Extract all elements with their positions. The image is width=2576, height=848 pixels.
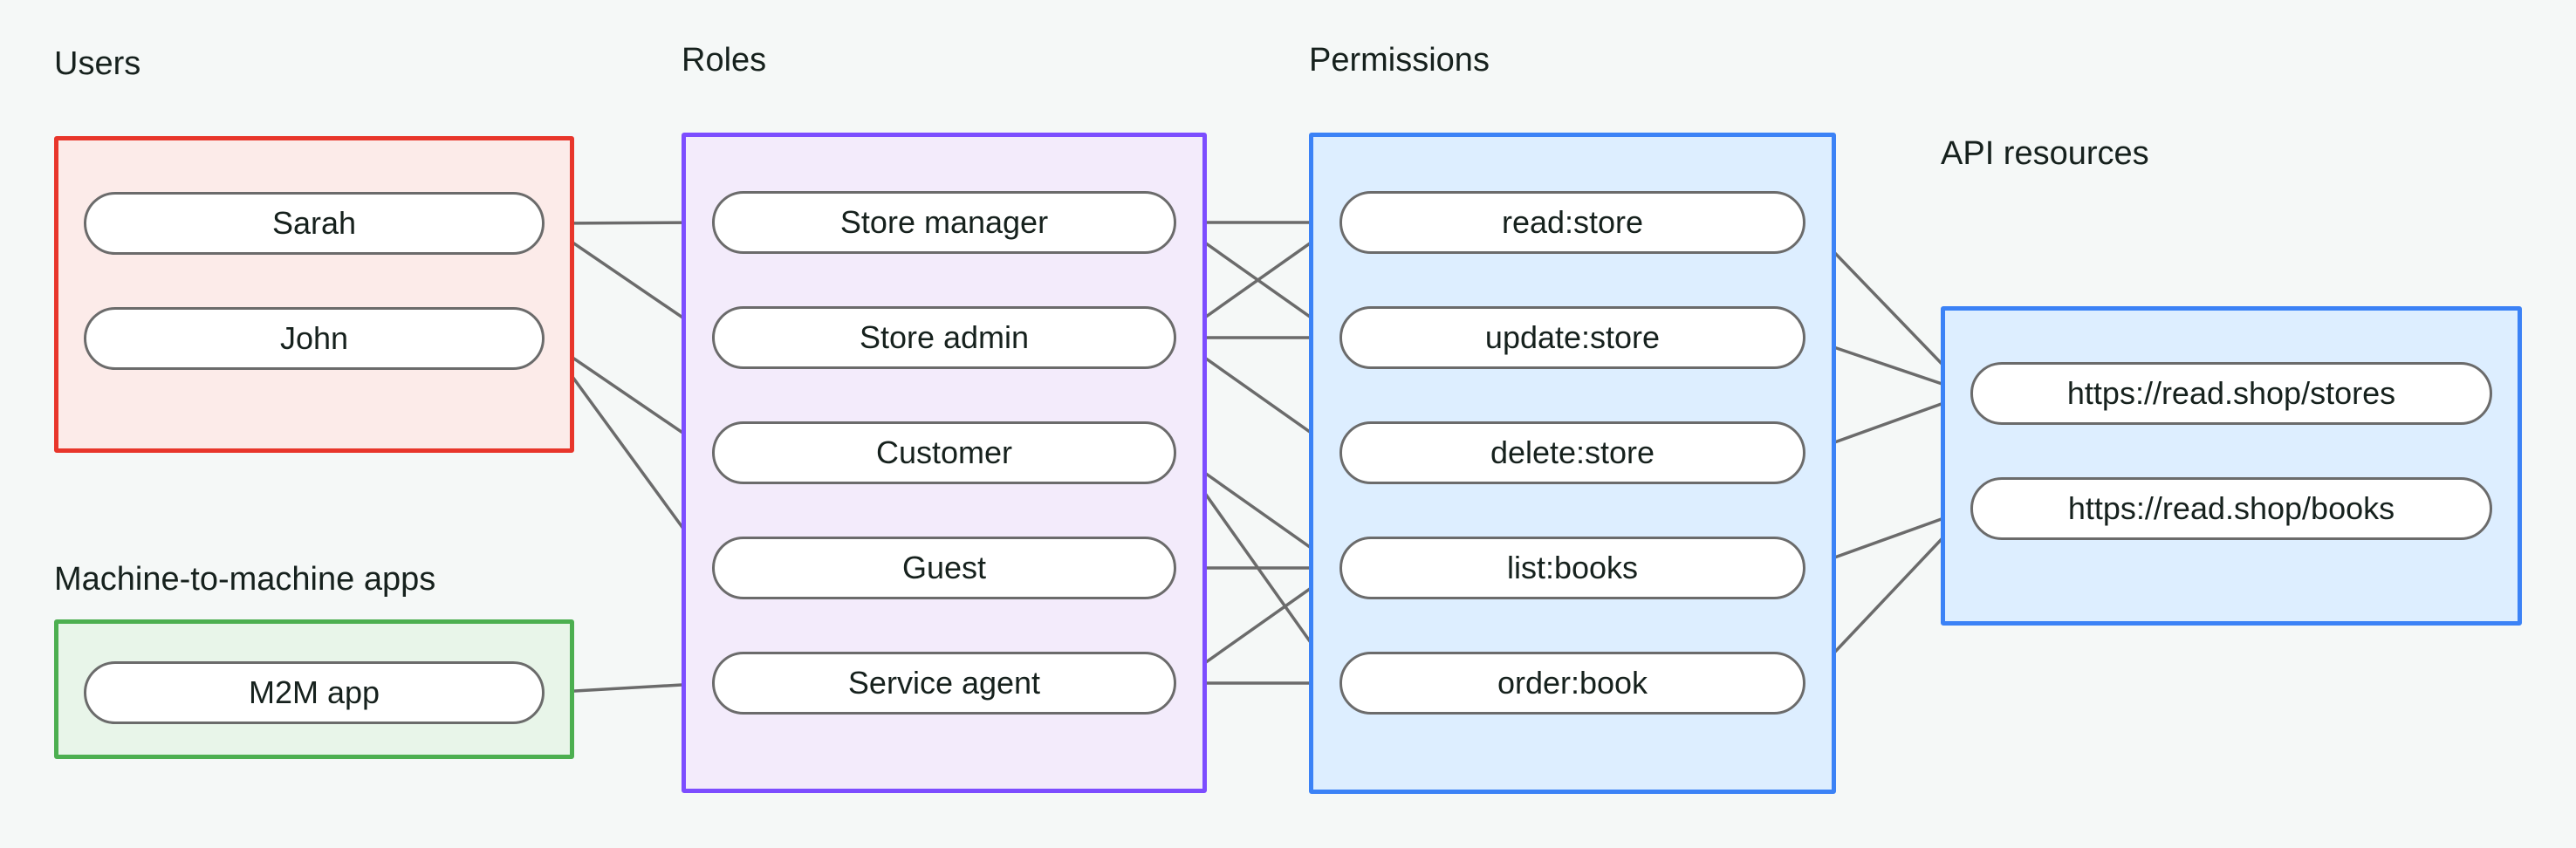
- node-order-book[interactable]: order:book: [1339, 652, 1805, 715]
- node-res-stores[interactable]: https://read.shop/stores: [1970, 362, 2492, 425]
- group-label-api-resources: API resources: [1941, 135, 2149, 172]
- node-delete-store[interactable]: delete:store: [1339, 421, 1805, 484]
- group-box-users: [54, 136, 574, 453]
- node-guest[interactable]: Guest: [712, 537, 1176, 599]
- group-label-m2m: Machine-to-machine apps: [54, 561, 436, 598]
- node-service-agent[interactable]: Service agent: [712, 652, 1176, 715]
- node-store-manager[interactable]: Store manager: [712, 191, 1176, 254]
- node-read-store[interactable]: read:store: [1339, 191, 1805, 254]
- node-list-books[interactable]: list:books: [1339, 537, 1805, 599]
- node-m2m-app[interactable]: M2M app: [84, 661, 545, 724]
- node-sarah[interactable]: Sarah: [84, 192, 545, 255]
- node-store-admin[interactable]: Store admin: [712, 306, 1176, 369]
- group-label-roles: Roles: [682, 42, 767, 79]
- group-label-users: Users: [54, 45, 141, 82]
- node-res-books[interactable]: https://read.shop/books: [1970, 477, 2492, 540]
- node-customer[interactable]: Customer: [712, 421, 1176, 484]
- group-box-api-resources: [1941, 306, 2522, 626]
- group-label-permissions: Permissions: [1309, 42, 1490, 79]
- node-update-store[interactable]: update:store: [1339, 306, 1805, 369]
- node-john[interactable]: John: [84, 307, 545, 370]
